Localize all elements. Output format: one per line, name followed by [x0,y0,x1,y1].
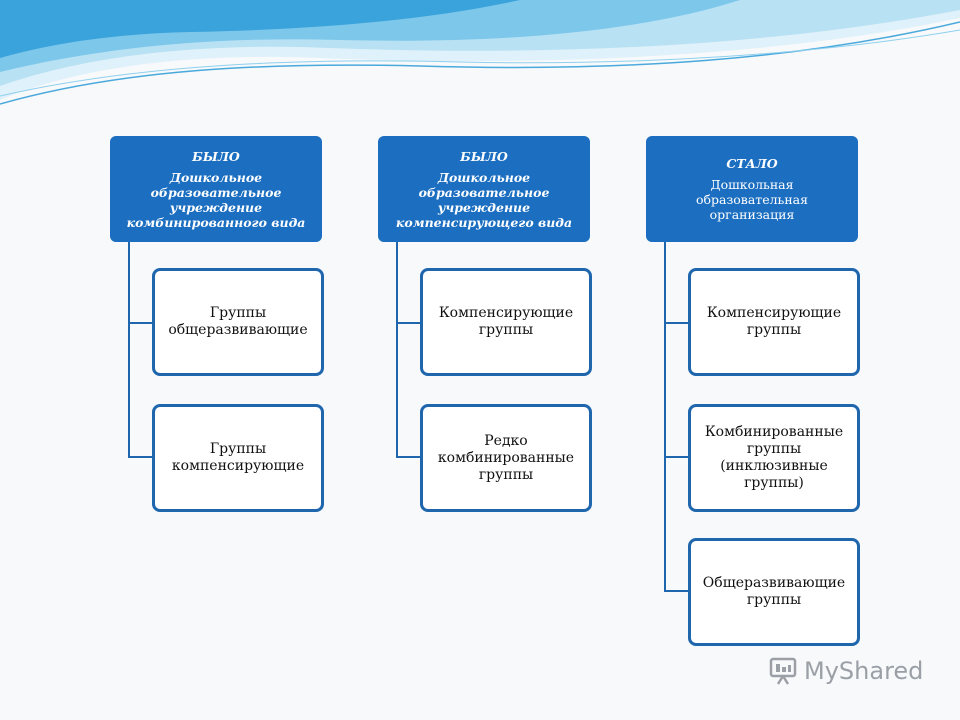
column-2-status: БЫЛО [460,148,508,164]
wave-decoration [0,0,960,105]
column-3-child-3: Общеразвивающие группы [688,538,860,646]
column-2-branch-1 [396,322,420,324]
presentation-screen-icon [769,657,797,685]
column-3-title: Дошкольная образовательная организация [695,177,809,222]
column-3-header: СТАЛО Дошкольная образовательная организ… [646,136,858,242]
column-3-branch-2 [664,456,688,458]
column-2-title: Дошкольное образовательное учреждение ко… [395,169,573,230]
column-3-connector [664,242,666,592]
column-2-child-2: Редко комбинированные группы [420,404,592,512]
column-3-branch-3 [664,590,688,592]
column-1-branch-2 [128,456,152,458]
column-1-child-2: Группы компенсирующие [152,404,324,512]
column-1-child-1: Группы общеразвивающие [152,268,324,376]
column-1-branch-1 [128,322,152,324]
column-3-child-2: Комбинированные группы (инклюзивные груп… [688,404,860,512]
column-2-child-1: Компенсирующие группы [420,268,592,376]
column-3-child-1: Компенсирующие группы [688,268,860,376]
column-2-header: БЫЛО Дошкольное образовательное учрежден… [378,136,590,242]
watermark-logo: MyShared [768,656,923,686]
watermark-text: MyShared [804,657,924,685]
column-1-status: БЫЛО [192,148,240,164]
column-2-connector [396,242,398,458]
column-1-connector [128,242,130,458]
column-3-branch-1 [664,322,688,324]
column-3-status: СТАЛО [726,156,778,171]
column-2-branch-2 [396,456,420,458]
column-1-title: Дошкольное образовательное учреждение ко… [126,169,306,230]
column-1-header: БЫЛО Дошкольное образовательное учрежден… [110,136,322,242]
